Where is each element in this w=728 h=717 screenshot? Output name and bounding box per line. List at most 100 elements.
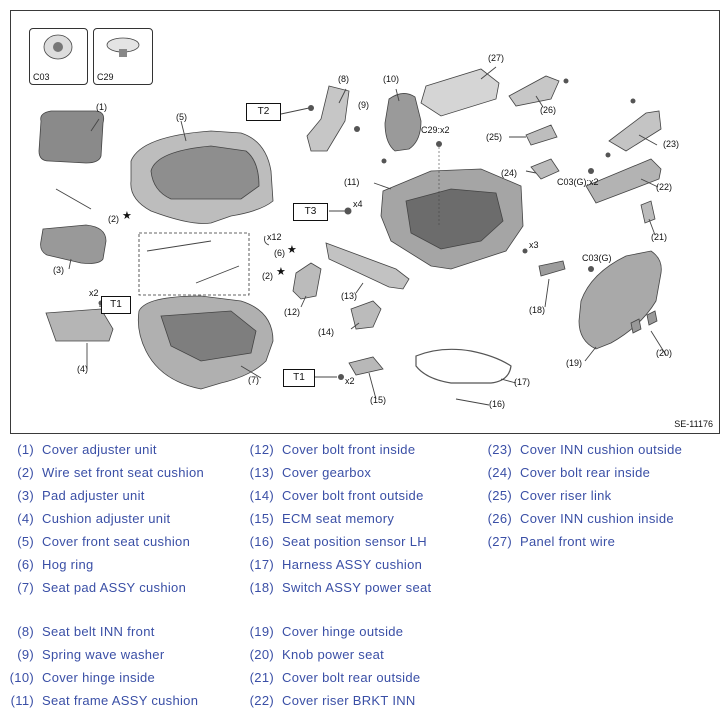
legend-part-name: Cover bolt front inside	[282, 442, 416, 457]
legend-part-name: Cushion adjuster unit	[42, 511, 171, 526]
callout-3: (3)	[53, 265, 64, 275]
tool-label-t1-lower: T1	[283, 369, 315, 387]
tool-label-t3: T3	[293, 203, 328, 221]
part-cover-riser-brkt-inn	[585, 158, 662, 204]
legend-number: (24)	[487, 465, 512, 480]
legend-part-name: ECM seat memory	[282, 511, 395, 526]
part-cover-inn-cushion-outside	[608, 110, 662, 152]
part-cover-hinge-inside	[384, 93, 422, 152]
legend-number: (12)	[249, 442, 274, 457]
legend-item: (1)Cover adjuster unit	[0, 442, 157, 462]
legend-part-name: Cover hinge inside	[42, 670, 156, 685]
legend-item: (19)Cover hinge outside	[240, 624, 403, 644]
legend-item: (24)Cover bolt rear inside	[478, 465, 650, 485]
part-cover-hinge-outside	[578, 250, 662, 350]
clip-icon	[588, 266, 594, 272]
bolt-icon	[522, 248, 528, 254]
part-cover-bolt-rear-outside	[640, 200, 656, 224]
qty-c03g: C03(G)	[582, 253, 612, 263]
screw-icon	[308, 105, 314, 111]
legend-item: (12) Cover bolt front inside	[240, 442, 415, 462]
callout-11: (11)	[344, 177, 360, 187]
legend-part-name: Spring wave washer	[42, 647, 165, 662]
legend-item: (4)Cushion adjuster unit	[0, 511, 170, 531]
legend-item: (9) Spring wave washer	[0, 647, 164, 667]
callout-26: (26)	[540, 105, 557, 115]
qty-c29x2: C29:x2	[421, 125, 450, 135]
parts-legend: (1)Cover adjuster unit (2) Wire set front…	[0, 442, 728, 717]
legend-part-name: Cover bolt rear outside	[282, 670, 421, 685]
clip-icon	[588, 168, 594, 174]
inset-label-c03: C03	[33, 72, 50, 82]
callout-5: (5)	[176, 112, 187, 122]
callout-23: (23)	[663, 139, 680, 149]
legend-part-name: Cover riser link	[520, 488, 612, 503]
callout-4: (4)	[77, 364, 88, 374]
legend-part-name: Seat belt INN front	[42, 624, 155, 639]
legend-number: (9)	[17, 647, 34, 662]
exploded-parts-diagram: C03 C29 T2 T3 T1 T1 C29:x2 x4 x2 x12 x3 …	[10, 10, 720, 434]
callout-6: (6)	[274, 248, 285, 258]
legend-number: (15)	[249, 511, 274, 526]
callout-9: (9)	[358, 100, 369, 110]
part-panel-front-wire	[420, 68, 500, 117]
bolt-icon	[344, 207, 352, 215]
inset-c03: C03	[29, 28, 88, 85]
bolt-icon	[630, 98, 636, 104]
legend-item: (16)Seat position sensor LH	[240, 534, 427, 554]
legend-part-name: Harness ASSY cushion	[282, 557, 423, 572]
callout-20: (20)	[656, 348, 673, 358]
callout-15: (15)	[370, 395, 387, 405]
parts-illustration	[38, 66, 667, 406]
legend-number: (14)	[249, 488, 274, 503]
qty-x2-upper: x2	[89, 288, 99, 298]
part-cover-adjuster-unit	[38, 110, 105, 164]
callout-13: (13)	[341, 291, 358, 301]
legend-part-name: Hog ring	[42, 557, 94, 572]
legend-part-name: Wire set front seat cushion	[42, 465, 204, 480]
callout-2a: (2)	[108, 214, 119, 224]
legend-item: (15) ECM seat memory	[240, 511, 394, 531]
legend-number: (26)	[487, 511, 512, 526]
callout-7: (7)	[248, 375, 259, 385]
callout-10: (10)	[383, 74, 400, 84]
legend-item: (26)Cover INN cushion inside	[478, 511, 674, 531]
legend-item: (20) Knob power seat	[240, 647, 384, 667]
washer-icon	[338, 374, 344, 380]
legend-item: (27)Panel front wire	[478, 534, 615, 554]
callout-21: (21)	[651, 232, 668, 242]
legend-number: (5)	[17, 534, 34, 549]
tool-label-t1-upper: T1	[101, 296, 131, 314]
legend-number: (7)	[17, 580, 34, 595]
part-cover-bolt-front-inside	[292, 262, 322, 300]
legend-number: (27)	[487, 534, 512, 549]
part-cover-bolt-rear-inside	[530, 158, 560, 180]
callout-19: (19)	[566, 358, 583, 368]
legend-number: (20)	[249, 647, 274, 662]
washer-icon	[354, 126, 360, 132]
legend-part-name: Cover front seat cushion	[42, 534, 191, 549]
legend-number: (16)	[249, 534, 274, 549]
legend-part-name: Cover gearbox	[282, 465, 372, 480]
legend-number: (2)	[17, 465, 34, 480]
part-harness-assy-cushion	[415, 348, 512, 384]
legend-item: (21) Cover bolt rear outside	[240, 670, 420, 690]
star-symbol-wire-set-box: ★	[276, 266, 286, 278]
part-seat-belt-inn-front	[306, 85, 350, 152]
legend-part-name: Seat frame ASSY cushion	[42, 693, 199, 708]
part-cover-riser-link	[525, 124, 558, 146]
qty-c03gx2: C03(G):x2	[557, 177, 599, 187]
part-ecm-seat-memory	[348, 356, 384, 376]
legend-part-name: Knob power seat	[282, 647, 385, 662]
legend-number: (21)	[249, 670, 274, 685]
legend-part-name: Switch ASSY power seat	[282, 580, 432, 595]
part-cover-gearbox	[325, 242, 410, 290]
legend-number: (8)	[17, 624, 34, 639]
diagram-reference-code: SE-11176	[674, 419, 713, 429]
push-clip-icon	[43, 34, 73, 60]
clip-icon	[436, 141, 442, 147]
callout-14: (14)	[318, 327, 335, 337]
legend-number: (3)	[17, 488, 34, 503]
legend-item: (2) Wire set front seat cushion	[0, 465, 204, 485]
callout-27: (27)	[488, 53, 505, 63]
